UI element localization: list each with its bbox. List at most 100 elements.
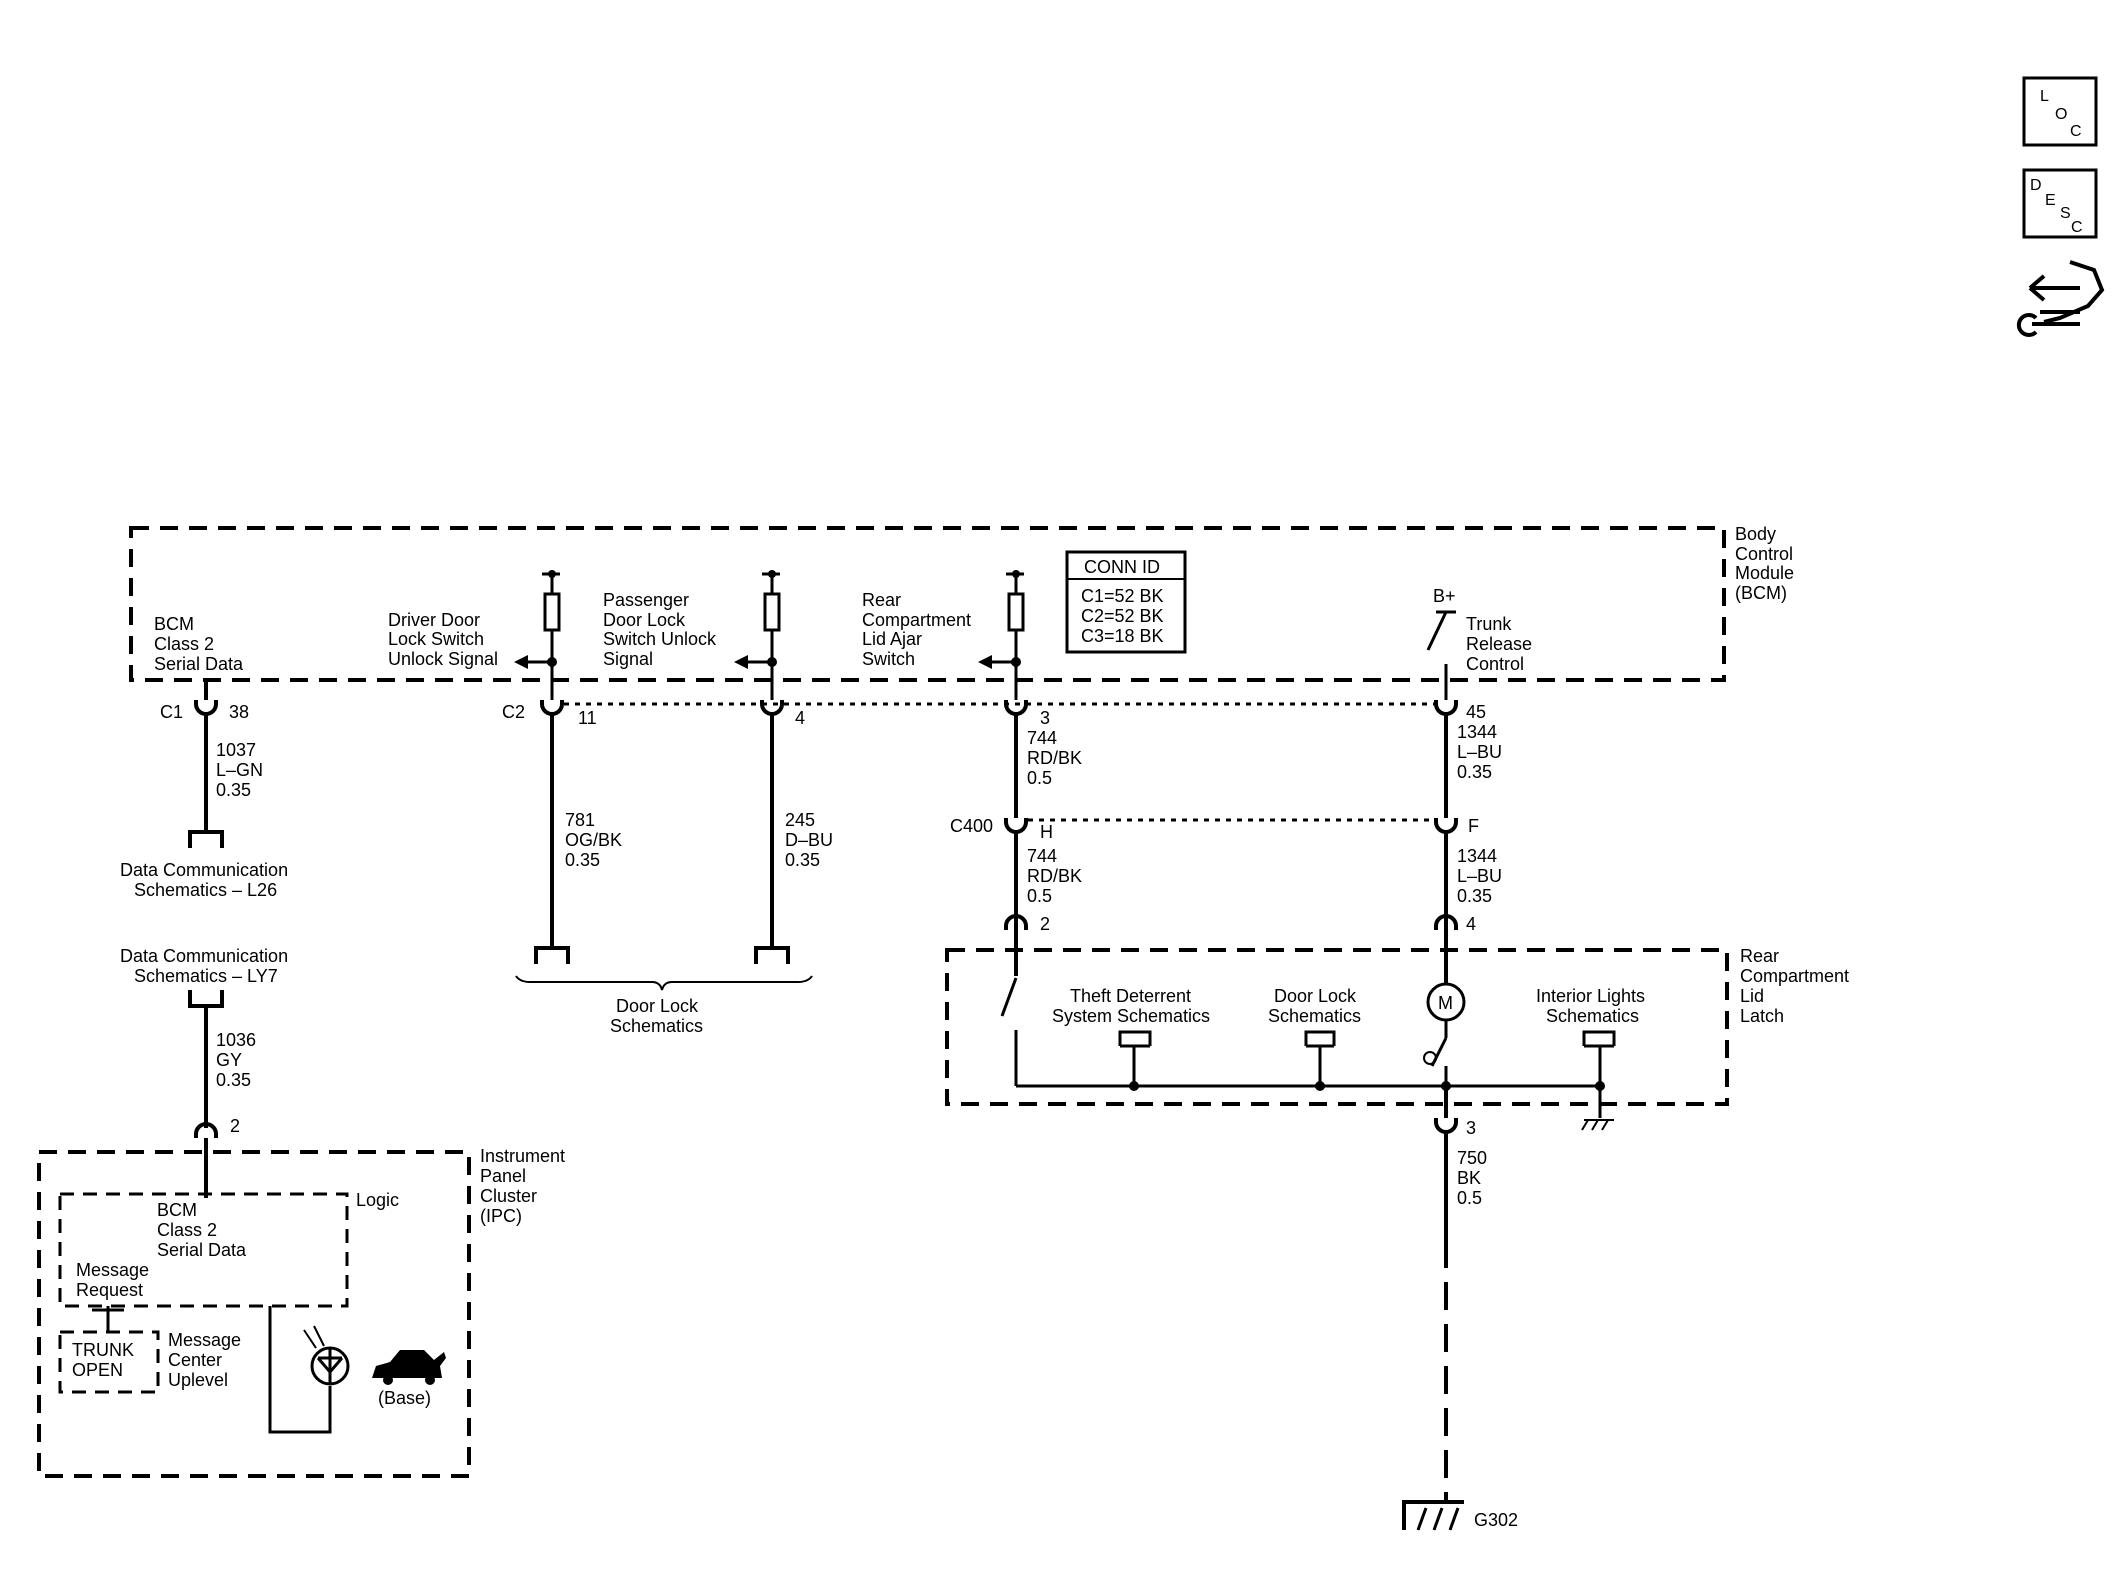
- svg-text:D–BU: D–BU: [785, 830, 833, 850]
- svg-text:M: M: [1438, 993, 1453, 1013]
- svg-text:4: 4: [795, 708, 805, 728]
- wire-781: 781 OG/BK 0.35: [534, 714, 622, 964]
- theft-deterrent-ref[interactable]: Theft Deterrent System Schematics: [1052, 986, 1210, 1086]
- loc-icon[interactable]: L O C: [2022, 76, 2098, 147]
- svg-text:Cluster: Cluster: [480, 1186, 537, 1206]
- svg-text:L: L: [2040, 88, 2049, 105]
- svg-text:Panel: Panel: [480, 1166, 526, 1186]
- svg-text:RD/BK: RD/BK: [1027, 866, 1082, 886]
- wire-1037: 1037 L–GN 0.35: [188, 740, 263, 848]
- car-trunk-icon: (Base): [372, 1350, 446, 1408]
- wire-750-ground: 3 750 BK 0.5: [1434, 1086, 1487, 1500]
- driver-door-pullup-resistor: [514, 570, 561, 700]
- svg-text:C: C: [2071, 219, 2083, 236]
- svg-text:Signal: Signal: [603, 649, 653, 669]
- passenger-door-pullup-resistor: [734, 570, 781, 700]
- wire-1344-lower: 1344 L–BU 0.35: [1444, 832, 1502, 930]
- svg-text:C3=18 BK: C3=18 BK: [1081, 626, 1164, 646]
- diagnostics-hand-icon[interactable]: [2016, 260, 2105, 337]
- svg-text:(Base): (Base): [378, 1388, 431, 1408]
- svg-text:BCM: BCM: [154, 614, 194, 634]
- svg-text:3: 3: [1040, 708, 1050, 728]
- svg-text:45: 45: [1466, 702, 1486, 722]
- svg-text:Control: Control: [1735, 544, 1793, 564]
- svg-text:245: 245: [785, 810, 815, 830]
- svg-text:Switch Unlock: Switch Unlock: [603, 629, 717, 649]
- svg-text:Door Lock: Door Lock: [1274, 986, 1357, 1006]
- bcm-title: Body Control Module (BCM): [1735, 524, 1794, 603]
- rear-compartment-lid-latch: 2 4 Rear Compartment Lid Latch Theft Det…: [945, 914, 1849, 1131]
- svg-text:Lid: Lid: [1740, 986, 1764, 1006]
- svg-text:Unlock Signal: Unlock Signal: [388, 649, 498, 669]
- svg-text:0.35: 0.35: [565, 850, 600, 870]
- data-comm-ly7-ref[interactable]: Data Communication Schematics – LY7: [120, 946, 288, 1008]
- svg-text:Message: Message: [168, 1330, 241, 1350]
- svg-text:(BCM): (BCM): [1735, 583, 1787, 603]
- rear-lid-pullup-resistor: [978, 570, 1025, 700]
- svg-text:Lock Switch: Lock Switch: [388, 629, 484, 649]
- svg-text:RD/BK: RD/BK: [1027, 748, 1082, 768]
- svg-text:Control: Control: [1466, 654, 1524, 674]
- door-lock-schematics-ref-right[interactable]: Door Lock Schematics: [1268, 986, 1361, 1086]
- ipc-title: Instrument Panel Cluster (IPC): [480, 1146, 565, 1226]
- svg-text:750: 750: [1457, 1148, 1487, 1168]
- svg-text:Passenger: Passenger: [603, 590, 689, 610]
- svg-text:3: 3: [1466, 1118, 1476, 1138]
- svg-text:744: 744: [1027, 846, 1057, 866]
- ground-g302: G302: [1402, 1500, 1518, 1531]
- svg-text:C400: C400: [950, 816, 993, 836]
- svg-text:System Schematics: System Schematics: [1052, 1006, 1210, 1026]
- svg-text:L–GN: L–GN: [216, 760, 263, 780]
- bcm-connector-row: C1 38 C2 11 4 3 45: [160, 680, 1486, 832]
- svg-text:Class 2: Class 2: [154, 634, 214, 654]
- latch-title: Rear Compartment Lid Latch: [1740, 946, 1849, 1026]
- message-request-label: Message Request: [76, 1260, 149, 1300]
- wire-744-lower: 744 RD/BK 0.5: [1014, 832, 1082, 930]
- svg-text:0.5: 0.5: [1027, 886, 1052, 906]
- trunk-open-display: TRUNK OPEN: [58, 1330, 160, 1394]
- svg-text:0.35: 0.35: [216, 780, 251, 800]
- wire-1344-upper: 1344 L–BU 0.35: [1444, 714, 1502, 818]
- ipc-logic-label: Logic: [356, 1190, 399, 1210]
- svg-text:S: S: [2060, 205, 2071, 222]
- svg-text:Serial Data: Serial Data: [154, 654, 244, 674]
- svg-text:744: 744: [1027, 728, 1057, 748]
- svg-text:Schematics: Schematics: [610, 1016, 703, 1036]
- svg-text:Schematics: Schematics: [1268, 1006, 1361, 1026]
- svg-text:L–BU: L–BU: [1457, 866, 1502, 886]
- svg-text:Body: Body: [1735, 524, 1776, 544]
- ipc-serial-data-label: BCM Class 2 Serial Data: [157, 1200, 247, 1260]
- latch-motor: M: [1423, 930, 1466, 1086]
- passenger-door-label: Passenger Door Lock Switch Unlock Signal: [603, 590, 717, 669]
- svg-text:H: H: [1040, 822, 1053, 842]
- svg-text:Release: Release: [1466, 634, 1532, 654]
- svg-text:Center: Center: [168, 1350, 222, 1370]
- interior-lights-ref[interactable]: Interior Lights Schematics: [1536, 986, 1645, 1131]
- svg-text:Module: Module: [1735, 563, 1794, 583]
- svg-text:OG/BK: OG/BK: [565, 830, 622, 850]
- message-center-label: Message Center Uplevel: [168, 1330, 241, 1390]
- svg-text:Uplevel: Uplevel: [168, 1370, 228, 1390]
- door-lock-schematics-ref-left[interactable]: Door Lock Schematics: [515, 975, 813, 1036]
- svg-text:Door Lock: Door Lock: [603, 610, 686, 630]
- svg-text:0.35: 0.35: [216, 1070, 251, 1090]
- desc-icon[interactable]: D E S C: [2022, 168, 2098, 239]
- connector-c400: C400 H F: [950, 816, 1479, 842]
- svg-text:Instrument: Instrument: [480, 1146, 565, 1166]
- svg-text:0.5: 0.5: [1027, 768, 1052, 788]
- rear-lid-ajar-label: Rear Compartment Lid Ajar Switch: [862, 590, 971, 669]
- svg-text:TRUNK: TRUNK: [72, 1340, 134, 1360]
- svg-text:Theft Deterrent: Theft Deterrent: [1070, 986, 1191, 1006]
- svg-text:Trunk: Trunk: [1466, 614, 1512, 634]
- svg-text:Schematics: Schematics: [1546, 1006, 1639, 1026]
- data-comm-l26-ref[interactable]: Data Communication Schematics – L26: [120, 860, 288, 900]
- trunk-ajar-lamp: [268, 1306, 350, 1434]
- svg-text:1036: 1036: [216, 1030, 256, 1050]
- svg-text:Driver Door: Driver Door: [388, 610, 480, 630]
- svg-text:Rear: Rear: [1740, 946, 1779, 966]
- svg-text:4: 4: [1466, 914, 1476, 934]
- svg-text:CONN ID: CONN ID: [1084, 557, 1160, 577]
- svg-text:0.35: 0.35: [1457, 886, 1492, 906]
- svg-text:Schematics – LY7: Schematics – LY7: [134, 966, 278, 986]
